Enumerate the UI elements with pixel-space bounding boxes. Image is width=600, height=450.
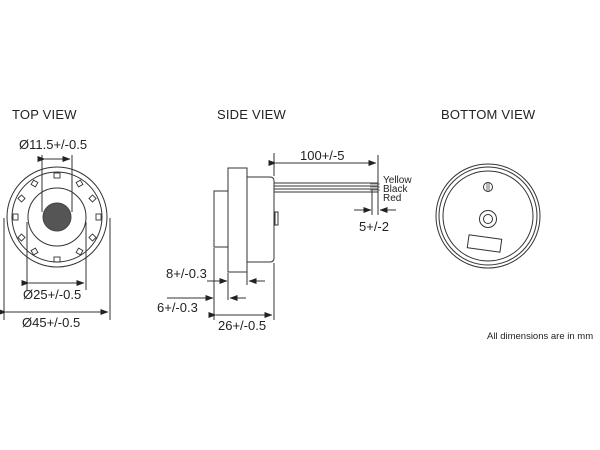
units-note: All dimensions are in mm: [487, 331, 594, 342]
dimension-strip-length: 5+/-2: [359, 219, 389, 234]
dimension-inner-diameter: Ø11.5+/-0.5: [19, 137, 88, 152]
dimension-total-depth: 26+/-0.5: [218, 318, 267, 333]
side-view-title: SIDE VIEW: [217, 107, 286, 122]
dimension-outer-diameter: Ø45+/-0.5: [22, 315, 81, 330]
top-view-drawing: [0, 155, 111, 320]
wire-label-black: Black: [383, 184, 408, 195]
top-view-title: TOP VIEW: [12, 107, 77, 122]
wire-label-yellow: Yellow: [383, 175, 412, 186]
dimension-middle-diameter: Ø25+/-0.5: [23, 287, 82, 302]
bottom-view-drawing: [435, 163, 541, 269]
bottom-view-title: BOTTOM VIEW: [441, 107, 536, 122]
dimension-front: 6+/-0.3: [157, 300, 198, 315]
side-view-drawing: [167, 153, 396, 320]
wire-label-red: Red: [383, 193, 402, 204]
dimension-flange: 8+/-0.3: [166, 266, 207, 281]
dimension-lead-length: 100+/-5: [300, 148, 345, 163]
